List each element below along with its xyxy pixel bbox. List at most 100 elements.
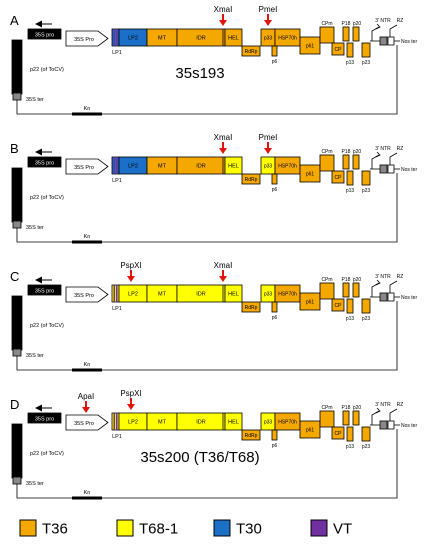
cpm-label: CPm (321, 405, 332, 411)
hel-box (224, 28, 243, 47)
p61-box (299, 420, 321, 439)
hel-box-label: HEL (228, 36, 239, 42)
lp1-label: LP1 (112, 306, 122, 312)
p13-box (346, 298, 354, 314)
ntr-arrow-head (375, 23, 381, 30)
p23-box (361, 426, 371, 442)
nos-ter-label: Nos ter (401, 295, 417, 301)
hel-box-label: HEL (228, 164, 239, 170)
site-arrow-xmai-head (219, 20, 227, 26)
p22-block (11, 167, 23, 223)
p18-label: P18 (342, 405, 351, 411)
p22-label: p22 (of ToCV) (30, 195, 64, 201)
pro-35s-label: 35S pro (35, 161, 54, 167)
site-arrow-pmei-head (264, 148, 272, 154)
p22-block (11, 39, 23, 95)
lp1-label: LP1 (112, 178, 122, 184)
p6-label: p6 (272, 315, 278, 321)
p13-label: p13 (346, 444, 355, 450)
nos-ter-box (387, 36, 395, 46)
rdrp-box (241, 173, 261, 185)
hsp70h-box-label: HSP70h (278, 164, 297, 170)
ntr3-label: 3' NTR (375, 274, 391, 280)
lp2-box-label: LP2 (128, 36, 138, 42)
p61-box-label: p61 (306, 428, 315, 434)
vt-stripe (116, 157, 118, 174)
p18-box (342, 26, 350, 42)
site-arrow-pmei-head (264, 20, 272, 26)
backbone (16, 429, 398, 499)
pro-35s-arrow-label: 35S Pro (74, 165, 94, 171)
rz-box (379, 420, 388, 430)
cpm-box (319, 154, 335, 172)
vt-stripe (113, 157, 116, 174)
cpm-box (319, 26, 335, 44)
p18-box (342, 282, 350, 298)
idr-box-label: IDR (196, 164, 206, 170)
lp2-box-label: LP2 (128, 292, 138, 298)
p6-label: p6 (272, 187, 278, 193)
nos-ter-label: Nos ter (401, 423, 417, 429)
p23-box (361, 298, 371, 314)
ter-35s-box (12, 92, 22, 101)
kn-label: Kn (84, 106, 91, 112)
p22-label: p22 (of ToCV) (30, 451, 64, 457)
hel-box-label: HEL (228, 292, 239, 298)
pro-35s-arrow-box (65, 414, 109, 431)
panel-letter: D (10, 397, 19, 412)
p13-label: p13 (346, 60, 355, 66)
cp-box-label: CP (335, 303, 343, 309)
vt-stripe (113, 29, 116, 46)
site-label-xmai: XmaI (214, 261, 233, 270)
idr-box-label: IDR (196, 36, 206, 42)
site-arrow-xmai-head (219, 148, 227, 154)
p20-label: p20 (353, 277, 362, 283)
p61-box-label: p61 (306, 172, 315, 178)
lp2-box-label: LP2 (128, 164, 138, 170)
p61-box (299, 36, 321, 55)
ter-35s-label: 35S ter (26, 97, 44, 103)
ntr-arrow-head (375, 407, 381, 414)
hsp70h-box-label: HSP70h (278, 36, 297, 42)
rdrp-box (241, 301, 261, 313)
ter-35s-box (12, 348, 22, 357)
lp1-label: LP1 (112, 434, 122, 440)
p18-box (342, 154, 350, 170)
idr-box-label: IDR (196, 420, 206, 426)
ter-35s-label: 35S ter (26, 225, 44, 231)
p61-box-label: p61 (306, 44, 315, 50)
legend-label-vt: VT (333, 521, 352, 538)
rz-label: RZ (397, 18, 404, 24)
cp-box-label: CP (335, 431, 343, 437)
lp2-box-label: LP2 (128, 420, 138, 426)
pro-35s-box (27, 412, 62, 424)
construct-name: 35s193 (175, 65, 224, 82)
ntr-arrow (371, 154, 380, 169)
pro-35s-label: 35S pro (35, 289, 54, 295)
p61-box (299, 292, 321, 311)
rz-box (379, 36, 388, 46)
lp1-box (111, 284, 120, 303)
legend-swatch-vt (310, 519, 328, 537)
p18-box (342, 410, 350, 426)
cpm-label: CPm (321, 277, 332, 283)
rz-label: RZ (397, 402, 404, 408)
site-label-pmei: PmeI (259, 5, 278, 14)
p6-label: p6 (272, 443, 278, 449)
p20-label: p20 (353, 21, 362, 27)
p20-box (352, 410, 360, 426)
cp-box (331, 42, 345, 56)
idr-box-label: IDR (196, 292, 206, 298)
cp-box (331, 426, 345, 440)
ter-35s-box (12, 220, 22, 229)
ntr-arrow (371, 410, 380, 425)
ntr3-label: 3' NTR (375, 146, 391, 152)
p6-box (271, 301, 278, 313)
ntr3-label: 3' NTR (375, 402, 391, 408)
mt-box-label: MT (158, 292, 167, 298)
p22-label: p22 (of ToCV) (30, 323, 64, 329)
p23-label: p23 (362, 60, 371, 66)
p13-box (346, 426, 354, 442)
